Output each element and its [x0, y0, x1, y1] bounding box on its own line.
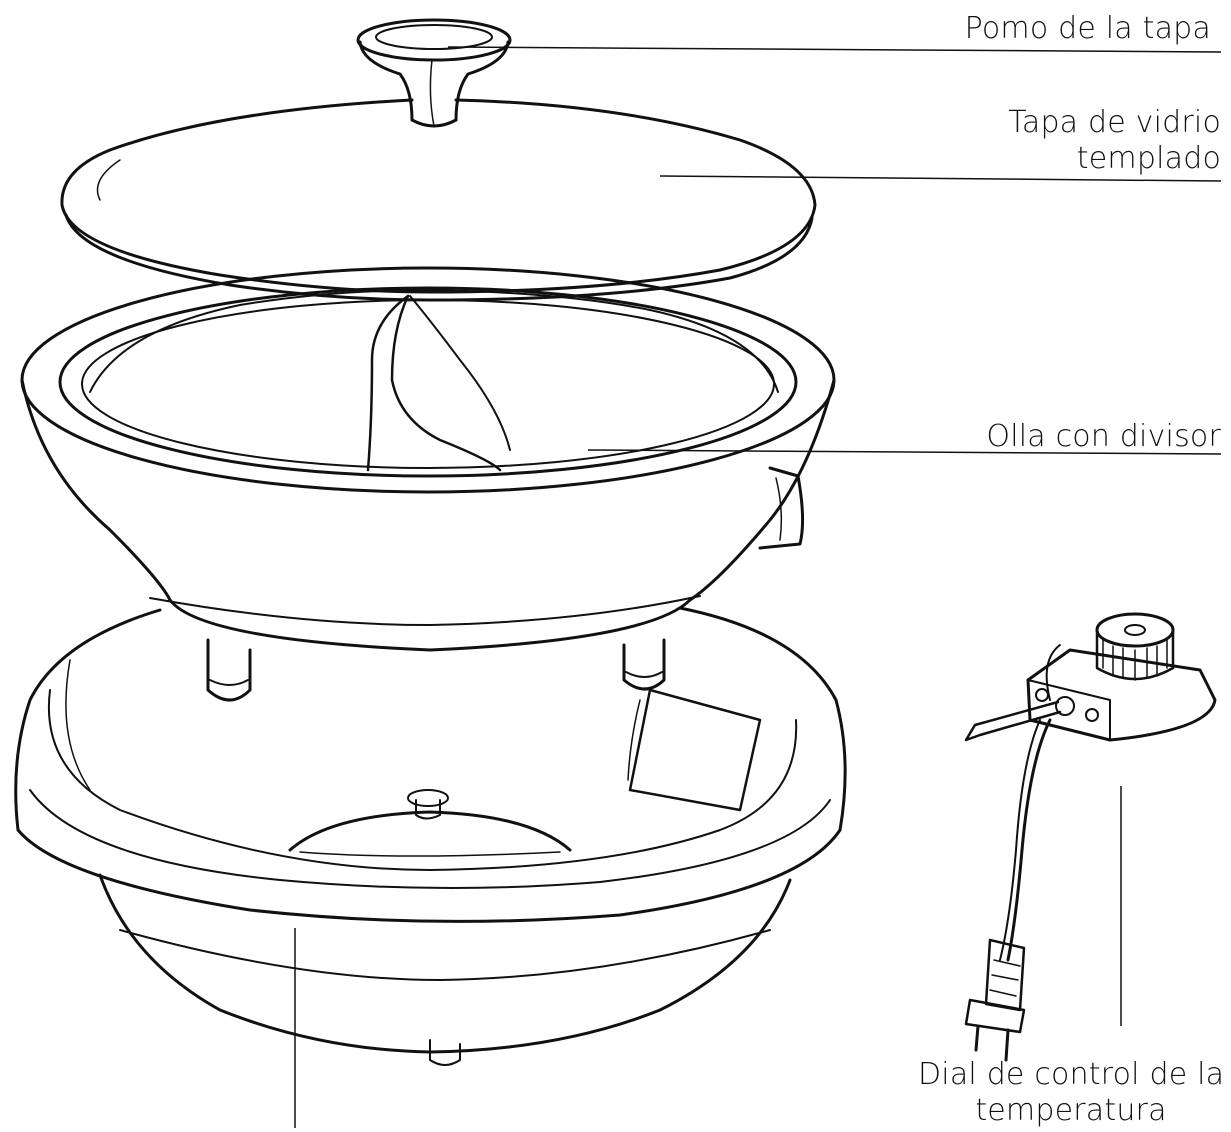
dial-label-line1: Dial de control de la	[918, 1057, 1225, 1092]
glass-lid	[60, 98, 817, 302]
pot-with-divider	[20, 266, 836, 702]
pot-leader-line	[587, 449, 1222, 455]
lid-knob	[356, 18, 512, 128]
base-unit	[14, 606, 847, 1066]
lid-label-line2: templado	[1076, 141, 1221, 176]
lid-leader-line	[659, 175, 1222, 182]
knob-label: Pomo de la tapa	[964, 11, 1211, 46]
dial-label-line2: temperatura	[975, 1093, 1167, 1128]
knob-leader-line	[447, 46, 1222, 53]
leader-lines	[294, 46, 1222, 1128]
lid-label-line1: Tapa de vidrio	[1008, 105, 1221, 140]
temperature-dial	[964, 612, 1217, 1062]
pot-label: Olla con divisor	[986, 419, 1221, 454]
